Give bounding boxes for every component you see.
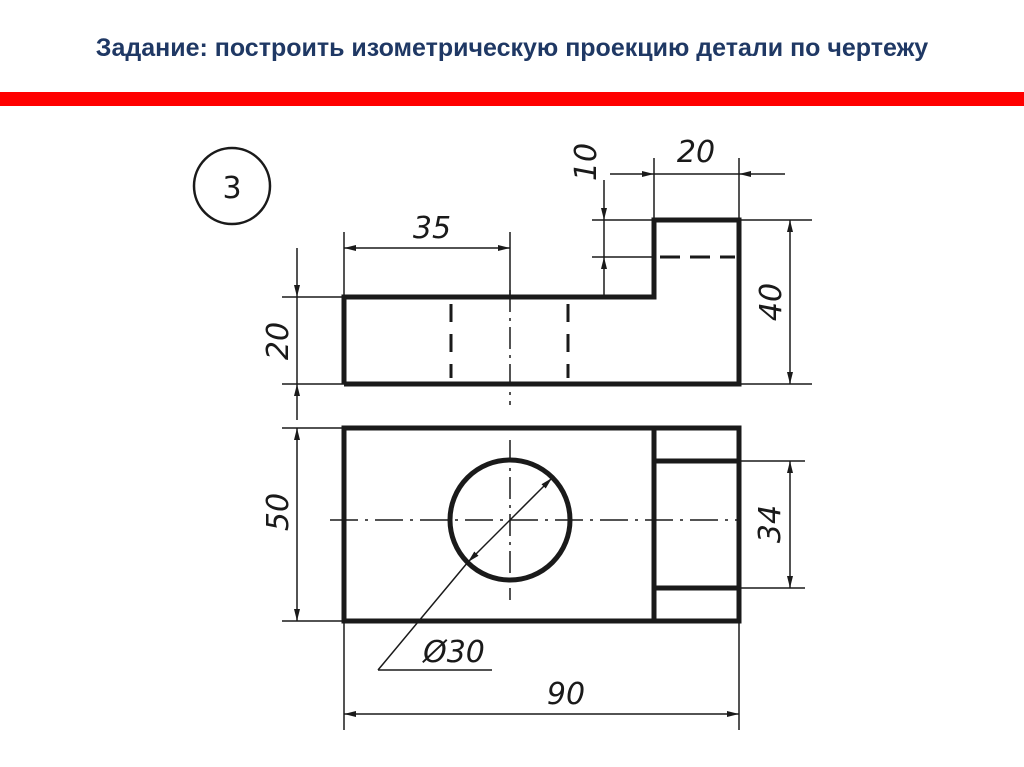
task-number-badge: 3 (192, 146, 272, 226)
dim-label-35: 35 (413, 211, 451, 246)
dimension-35: 35 (344, 211, 510, 251)
dim-label-20-top: 20 (677, 135, 715, 170)
top-view (330, 425, 742, 624)
front-view-outline (341, 217, 742, 387)
front-extension-lines (282, 158, 812, 385)
dimension-90: 90 (344, 677, 739, 717)
dim-label-20-left: 20 (261, 322, 296, 360)
dimension-10: 10 (569, 143, 607, 296)
dimension-diameter-30: Ø30 (377, 477, 553, 671)
dimension-50: 50 (261, 428, 300, 621)
dim-label-40: 40 (754, 283, 789, 321)
dimension-40: 40 (754, 220, 793, 384)
dim-label-50: 50 (261, 493, 296, 531)
dim-label-34: 34 (753, 505, 788, 543)
task-number: 3 (222, 171, 241, 206)
dim-label-90: 90 (547, 677, 585, 712)
dimension-20-top: 20 (610, 135, 785, 177)
dimension-34: 34 (753, 461, 793, 588)
top-view-outline (341, 425, 742, 624)
accent-bar (0, 92, 1024, 106)
dim-label-diameter-30: Ø30 (421, 635, 485, 670)
dimension-20-left: 20 (261, 248, 300, 420)
top-extension-lines (282, 427, 805, 730)
slide-title: Задание: построить изометрическую проекц… (95, 34, 929, 62)
dim-label-10: 10 (569, 143, 604, 181)
